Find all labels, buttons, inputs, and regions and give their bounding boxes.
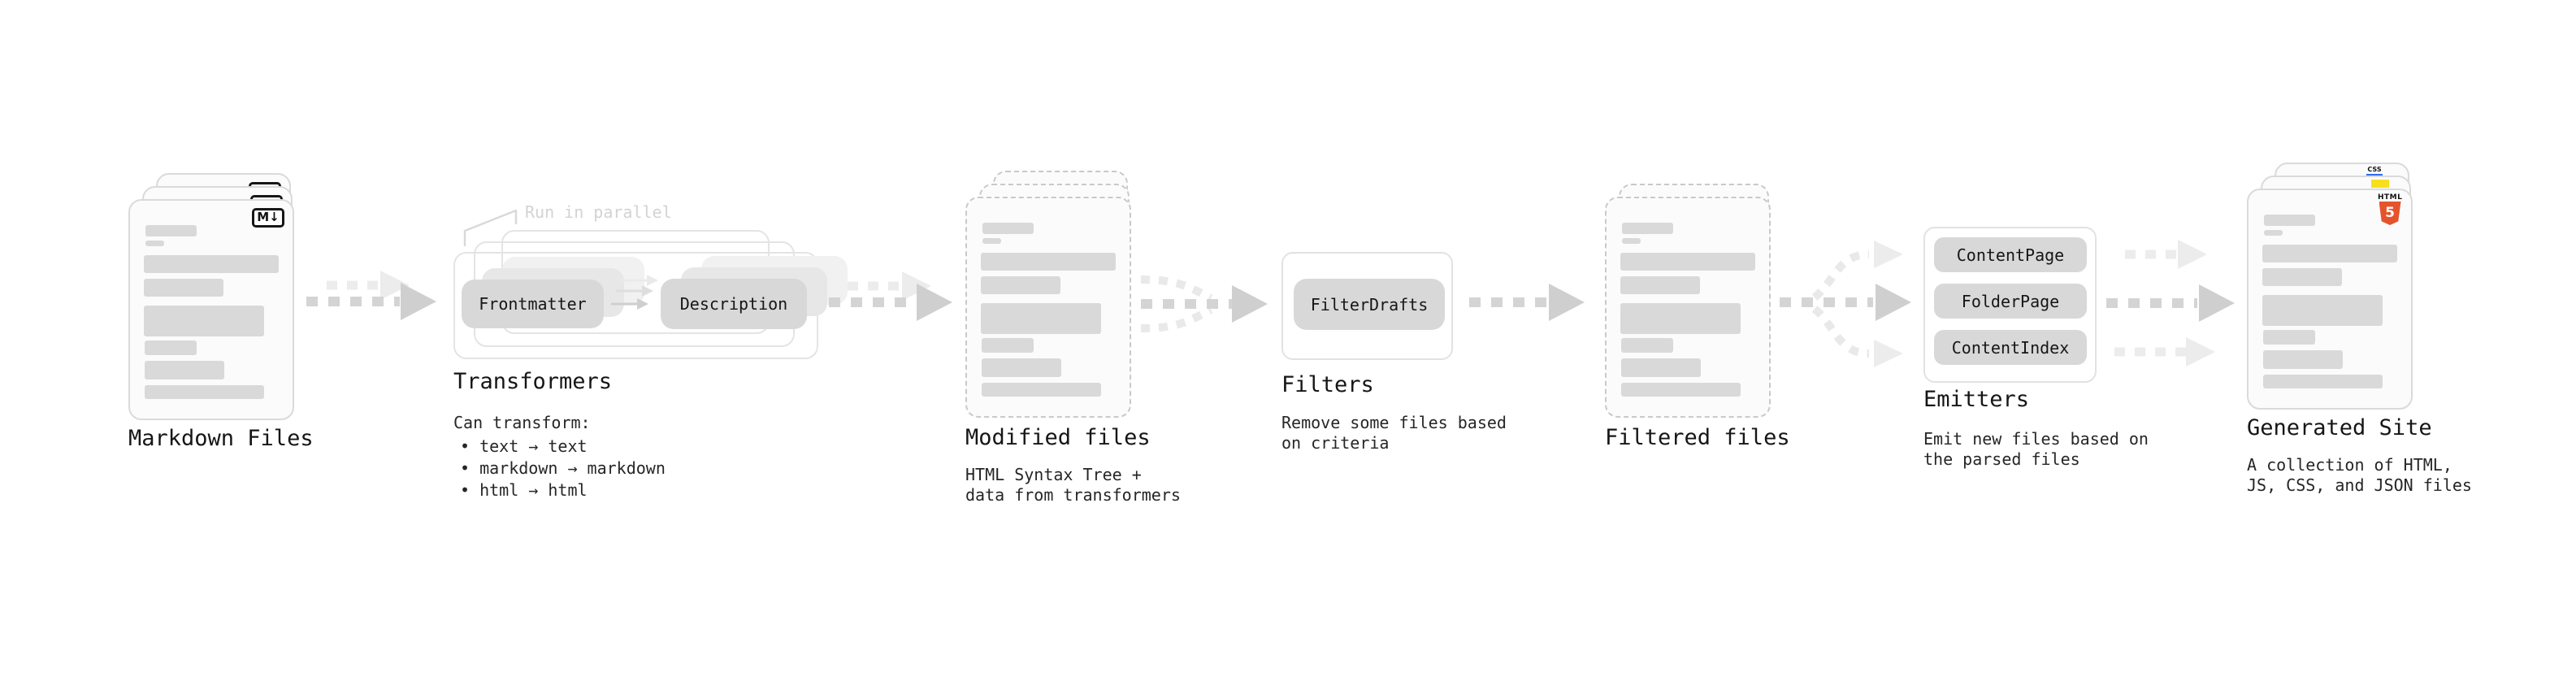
- generated-doc-html: HTML 5: [2247, 189, 2413, 410]
- transformer-bullet: • html → html: [460, 480, 588, 500]
- skeleton-line: [2264, 230, 2283, 236]
- skeleton-line: [2262, 245, 2397, 262]
- skeleton-line: [982, 338, 1034, 353]
- skeleton-line: [2262, 295, 2383, 326]
- skeleton-line: [144, 306, 264, 336]
- subtitle-line: HTML Syntax Tree +: [965, 465, 1142, 484]
- skeleton-line: [145, 225, 197, 236]
- transformer-bullet: • markdown → markdown: [460, 458, 666, 478]
- skeleton-line: [1621, 338, 1673, 353]
- skeleton-line: [144, 255, 279, 273]
- subtitle-line: Emit new files based on: [1923, 429, 2149, 449]
- transformers-subtitle: Can transform:: [453, 413, 591, 432]
- emitter-pill: FolderPage: [1934, 284, 2087, 319]
- subtitle-line: the parsed files: [1923, 449, 2080, 469]
- run-in-parallel-label: Run in parallel: [525, 202, 672, 222]
- subtitle-line: on criteria: [1281, 433, 1390, 453]
- subtitle-line: A collection of HTML,: [2247, 455, 2452, 475]
- emitter-pill: ContentPage: [1934, 237, 2087, 272]
- skeleton-line: [1622, 223, 1673, 234]
- modified-doc-front: [965, 197, 1131, 418]
- description-pill: Description: [661, 279, 807, 329]
- skeleton-line: [145, 340, 197, 355]
- skeleton-line: [982, 358, 1061, 377]
- skeleton-line: [1621, 383, 1741, 397]
- skeleton-line: [1622, 238, 1641, 244]
- js-icon: [2371, 180, 2389, 188]
- arrow-emitters-to-generated: [2106, 240, 2235, 367]
- generated-site-title: Generated Site: [2247, 415, 2432, 440]
- skeleton-line: [982, 238, 1001, 244]
- html5-icon: HTML 5: [2378, 193, 2402, 225]
- skeleton-line: [1620, 303, 1741, 334]
- skeleton-line: [2263, 375, 2383, 388]
- arrow-filtered-to-emitters: [1780, 241, 1911, 367]
- arrow-markdown-to-transformers: [306, 271, 436, 320]
- skeleton-line: [981, 276, 1060, 294]
- frontmatter-pill: Frontmatter: [462, 280, 604, 328]
- skeleton-line: [144, 279, 223, 297]
- emitter-pill: ContentIndex: [1934, 330, 2087, 365]
- skeleton-line: [2263, 350, 2343, 369]
- generated-site-subtitle: A collection of HTML,JS, CSS, and JSON f…: [2247, 455, 2472, 496]
- transformers-bullet-list: • text → text• markdown → markdown• html…: [460, 436, 666, 501]
- skeleton-line: [981, 253, 1116, 271]
- subtitle-line: Remove some files based: [1281, 413, 1507, 432]
- skeleton-line: [2264, 215, 2315, 226]
- filter-drafts-pill: FilterDrafts: [1294, 279, 1445, 330]
- arrow-filters-to-filtered: [1469, 284, 1585, 321]
- subtitle-line: JS, CSS, and JSON files: [2247, 475, 2472, 495]
- skeleton-line: [1620, 276, 1700, 294]
- skeleton-line: [982, 223, 1034, 234]
- arrow-modified-to-filters: [1140, 275, 1268, 332]
- skeleton-line: [982, 383, 1101, 397]
- markdown-files-title: Markdown Files: [128, 426, 314, 451]
- css-icon: CSS: [2366, 167, 2383, 176]
- transformers-title: Transformers: [453, 369, 613, 394]
- modified-files-title: Modified files: [965, 425, 1151, 450]
- emitters-title: Emitters: [1923, 387, 2030, 412]
- skeleton-line: [1620, 253, 1755, 271]
- modified-files-subtitle: HTML Syntax Tree +data from transformers: [965, 465, 1181, 505]
- skeleton-line: [2262, 268, 2342, 286]
- filtered-files-title: Filtered files: [1605, 425, 1790, 450]
- skeleton-line: [145, 361, 224, 380]
- markdown-icon: M↓: [252, 208, 284, 228]
- skeleton-line: [2263, 330, 2315, 345]
- filters-title: Filters: [1281, 372, 1374, 397]
- skeleton-line: [145, 241, 164, 246]
- skeleton-line: [145, 385, 264, 399]
- transformer-bullet: • text → text: [460, 436, 588, 456]
- filtered-doc-front: [1605, 197, 1771, 418]
- markdown-doc-front: M↓: [128, 199, 294, 420]
- subtitle-line: data from transformers: [965, 485, 1181, 505]
- skeleton-line: [981, 303, 1101, 334]
- skeleton-line: [1621, 358, 1701, 377]
